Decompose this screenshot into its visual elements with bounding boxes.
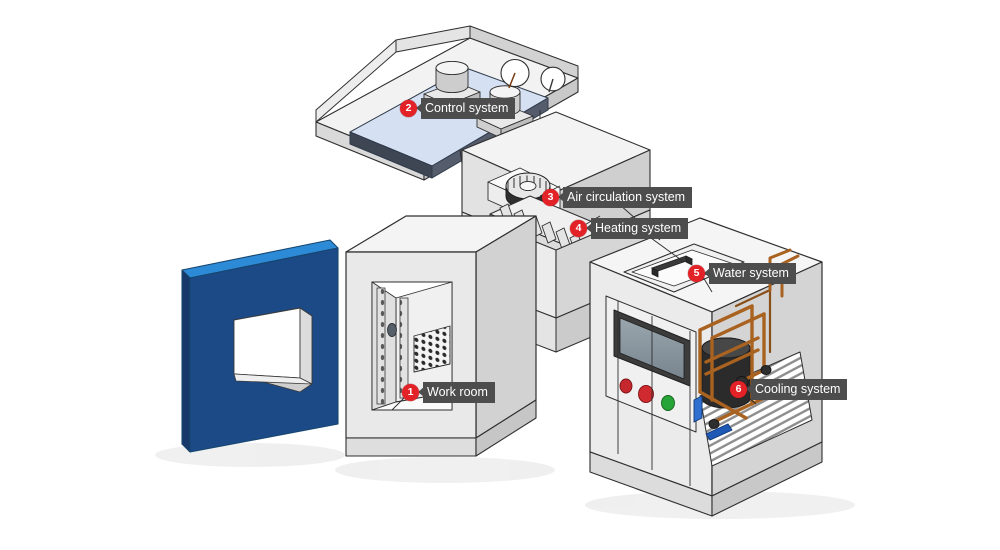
callout-badge-1: 1 (402, 383, 419, 401)
callout-water-system[interactable]: 5 Water system (688, 262, 796, 284)
water-system-tray (623, 243, 745, 293)
work-room-cabinet (345, 215, 537, 457)
machine-cabinet (589, 217, 823, 517)
callout-pointer (416, 103, 422, 113)
callout-control-system[interactable]: 2 Control system (400, 97, 516, 119)
callout-badge-2: 2 (400, 99, 417, 117)
callout-air-circulation-system[interactable]: 3 Air circulation system (542, 186, 693, 208)
callout-label-air-circulation-system: Air circulation system (563, 186, 693, 208)
callout-badge-3: 3 (542, 188, 559, 206)
callout-badge-4: 4 (570, 219, 587, 237)
callout-label-control-system: Control system (421, 97, 516, 119)
callout-label-work-room: Work room (423, 381, 495, 403)
callout-pointer (586, 223, 592, 233)
control-panel-buttons (619, 378, 675, 411)
gauge-icon (540, 66, 566, 93)
callout-pointer (704, 268, 710, 278)
door-panel (181, 239, 339, 453)
callout-work-room[interactable]: 1 Work room (402, 381, 495, 403)
callout-pointer (746, 384, 752, 394)
callout-heating-system[interactable]: 4 Heating system (570, 217, 689, 239)
callout-badge-6: 6 (730, 380, 747, 398)
callout-cooling-system[interactable]: 6 Cooling system (730, 378, 848, 400)
gauge-icon (500, 58, 530, 89)
callout-pointer (558, 192, 564, 202)
callout-label-heating-system: Heating system (591, 217, 689, 239)
callout-badge-5: 5 (688, 264, 705, 282)
callout-pointer (418, 387, 424, 397)
callout-label-water-system: Water system (709, 262, 796, 284)
callout-label-cooling-system: Cooling system (751, 378, 848, 400)
ground-shadows (155, 443, 855, 519)
